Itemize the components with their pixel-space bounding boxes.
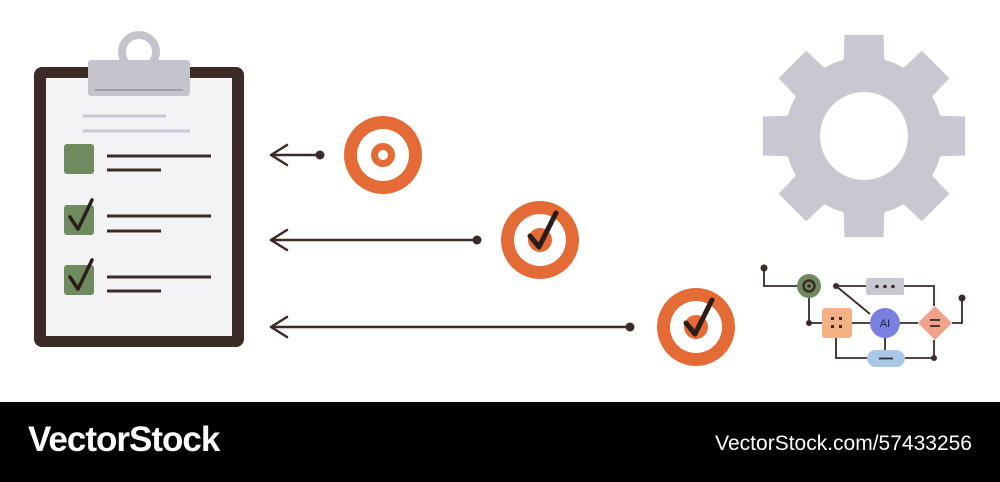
clipboard-icon xyxy=(34,31,244,347)
checkbox-checked-icon xyxy=(64,205,94,235)
gear-node-icon xyxy=(797,274,821,298)
arrow-left-icon xyxy=(269,228,482,252)
ai-node-icon: AI xyxy=(870,308,900,338)
dots-node-icon xyxy=(866,278,904,295)
clip xyxy=(88,60,190,96)
illustration: AI xyxy=(34,31,966,367)
arrow-left-icon xyxy=(269,315,635,339)
target-check-icon xyxy=(501,201,579,279)
gear-icon xyxy=(762,34,966,238)
dash-node-icon xyxy=(867,350,905,367)
image-id: VectorStock.com/57433256 xyxy=(715,432,972,455)
checkbox-checked-icon xyxy=(64,265,94,295)
diamond-node-icon xyxy=(918,306,952,340)
target-icon xyxy=(344,116,422,194)
checkbox-empty-icon xyxy=(64,144,94,174)
arrow-left-icon xyxy=(269,143,325,167)
ai-label: AI xyxy=(880,318,890,330)
footer-bar: VectorStock VectorStock.com/57433256 xyxy=(0,402,1000,482)
brand-logo[interactable]: VectorStock xyxy=(28,420,220,459)
target-check-icon xyxy=(657,288,735,366)
grid-node-icon xyxy=(822,308,852,338)
workflow-nodes: AI xyxy=(760,264,966,367)
